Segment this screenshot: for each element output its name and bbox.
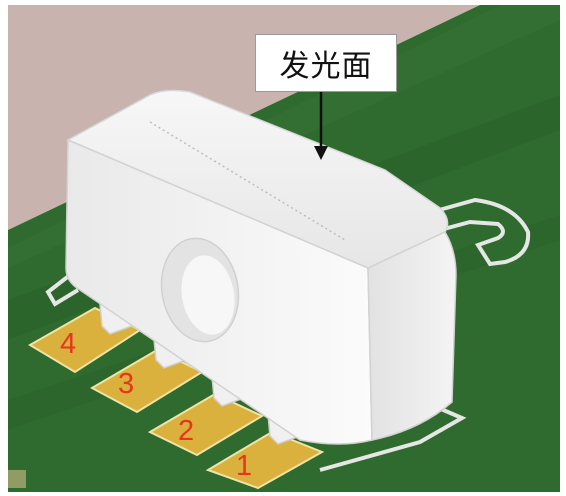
corner-mark (8, 470, 26, 488)
emitting-surface-label: 发光面 (255, 34, 397, 92)
pin-number-4: 4 (60, 328, 77, 360)
pad-1 (205, 430, 325, 490)
pointer-arrow-head (314, 146, 328, 160)
pin-number-3: 3 (118, 368, 135, 400)
component-top-face (66, 89, 449, 269)
pin-number-1: 1 (236, 450, 253, 482)
component-right-face (367, 231, 457, 441)
silkscreen-hook-right (429, 197, 531, 267)
silkscreen-outline-left (45, 273, 80, 307)
body-hole-inner (181, 255, 235, 335)
pin-number-2: 2 (178, 415, 195, 447)
pad-2 (147, 392, 265, 457)
